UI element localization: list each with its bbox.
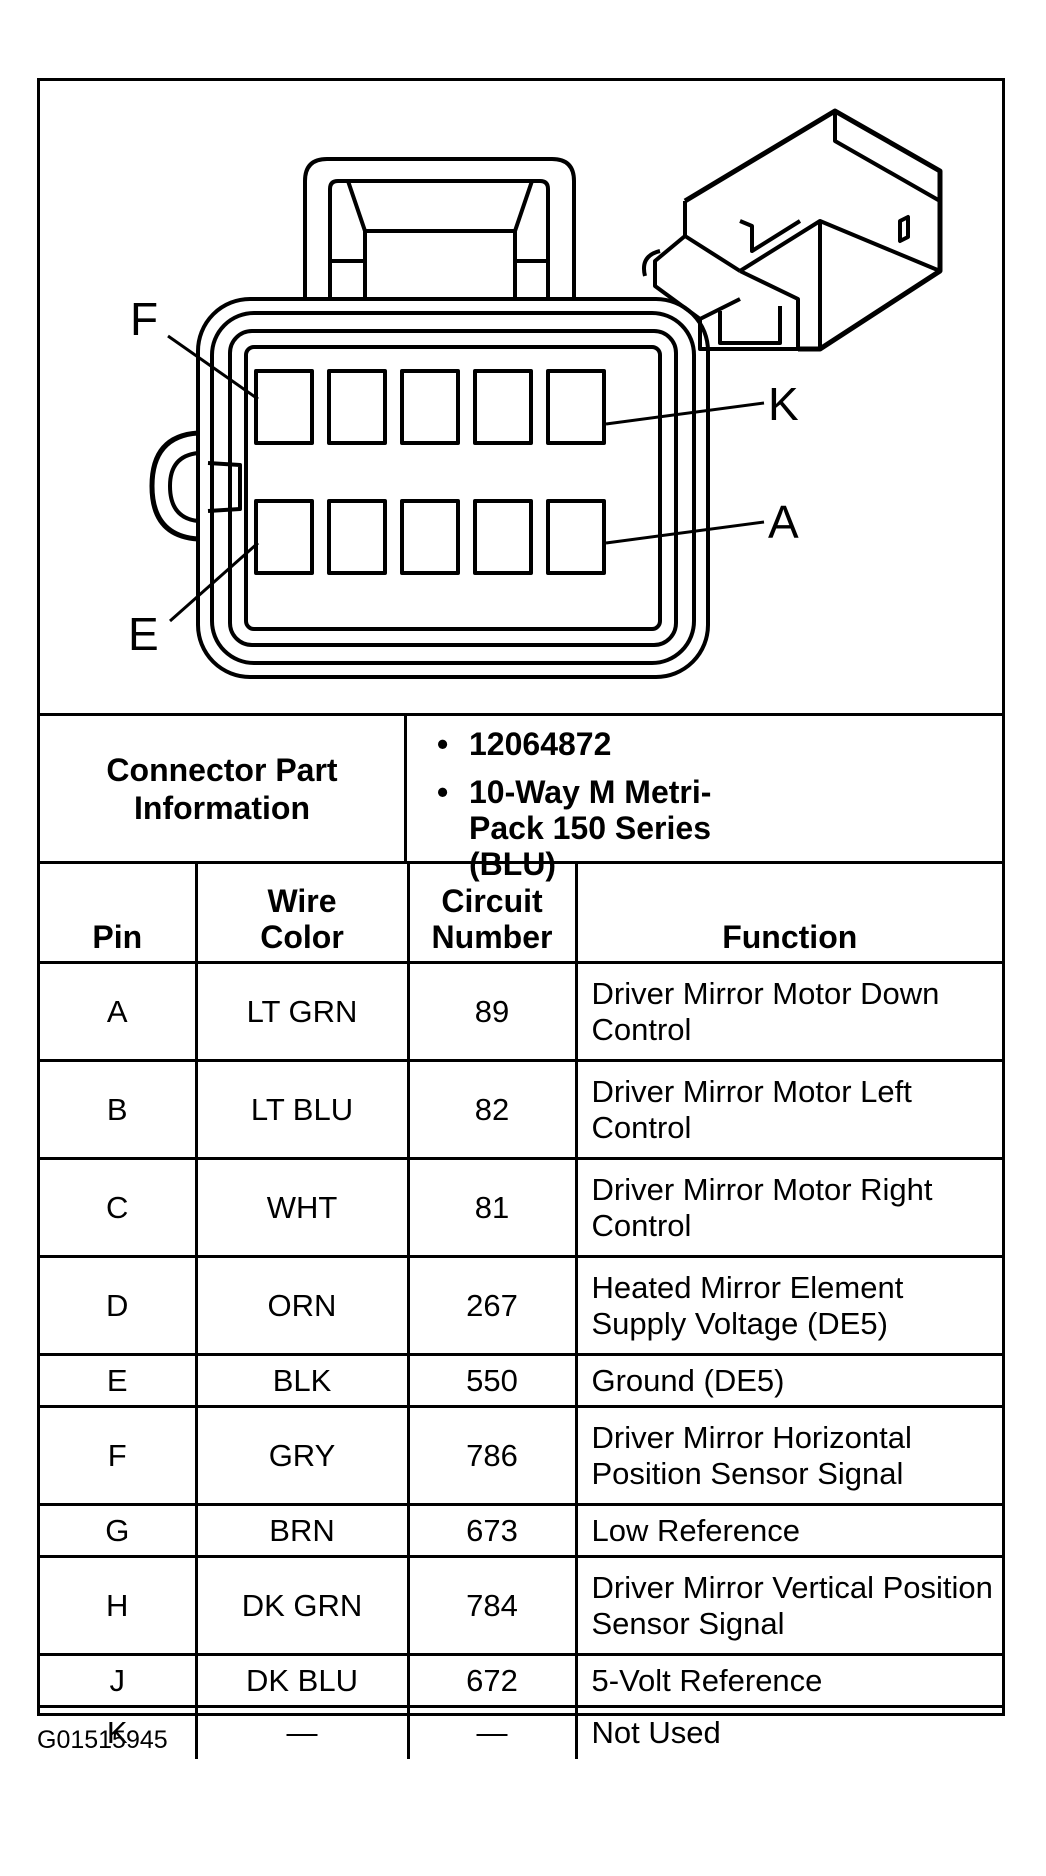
connector-info-label-line1: Connector Part	[106, 751, 338, 788]
connector-part-info: Connector Part Information • 12064872 • …	[40, 713, 1002, 882]
cell-circuit: 267	[406, 1255, 578, 1356]
cell-circuit: 784	[406, 1555, 578, 1656]
cell-wire-color: LT GRN	[194, 961, 410, 1062]
table-row: J DK BLU 672 5-Volt Reference	[40, 1653, 1002, 1708]
bullet-icon: •	[437, 774, 449, 810]
header-circuit-number: Circuit Number	[406, 861, 578, 964]
connector-info-label-line2: Information	[134, 789, 310, 826]
cell-circuit: 550	[406, 1353, 578, 1408]
header-wire-color: Wire Color	[194, 861, 410, 964]
pin-label-a: A	[768, 496, 799, 548]
header-pin: Pin	[40, 861, 198, 964]
cell-function: 5-Volt Reference	[574, 1653, 1002, 1708]
table-row: A LT GRN 89 Driver Mirror Motor Down Con…	[40, 961, 1002, 1062]
cell-circuit: 786	[406, 1405, 578, 1506]
cell-circuit: 673	[406, 1503, 578, 1558]
table-row: H DK GRN 784 Driver Mirror Vertical Posi…	[40, 1555, 1002, 1656]
connector-face-drawing	[149, 108, 943, 679]
bullet-icon: •	[437, 726, 449, 762]
pin-label-k: K	[768, 378, 799, 430]
table-row: D ORN 267 Heated Mirror Element Supply V…	[40, 1255, 1002, 1356]
figure-code: G01515945	[37, 1726, 168, 1754]
cell-wire-color: ORN	[194, 1255, 410, 1356]
cell-pin: H	[40, 1555, 198, 1656]
cell-function: Driver Mirror Vertical Position Sensor S…	[574, 1555, 1002, 1656]
cell-wire-color: LT BLU	[194, 1059, 410, 1160]
table-row: G BRN 673 Low Reference	[40, 1503, 1002, 1558]
connector-diagram: F K A E	[40, 81, 1002, 713]
table-row: E BLK 550 Ground (DE5)	[40, 1353, 1002, 1408]
table-row: C WHT 81 Driver Mirror Motor Right Contr…	[40, 1157, 1002, 1258]
table-row: F GRY 786 Driver Mirror Horizontal Posit…	[40, 1405, 1002, 1506]
table-row: K — — Not Used	[40, 1705, 1002, 1759]
table-header-row: Pin Wire Color Circuit Number Function	[40, 861, 1002, 964]
cell-function: Driver Mirror Motor Left Control	[574, 1059, 1002, 1160]
cell-circuit: 81	[406, 1157, 578, 1258]
cell-function: Heated Mirror Element Supply Voltage (DE…	[574, 1255, 1002, 1356]
cell-pin: J	[40, 1653, 198, 1708]
table-row: B LT BLU 82 Driver Mirror Motor Left Con…	[40, 1059, 1002, 1160]
cell-circuit: 89	[406, 961, 578, 1062]
cell-pin: K	[40, 1705, 198, 1759]
cell-wire-color: —	[194, 1705, 410, 1759]
pin-label-f: F	[130, 293, 159, 345]
cell-function: Driver Mirror Motor Right Control	[574, 1157, 1002, 1258]
cell-wire-color: BLK	[194, 1353, 410, 1408]
cell-wire-color: BRN	[194, 1503, 410, 1558]
connector-figure: F K A E Connector Part Information • 120…	[37, 78, 1005, 1759]
cell-pin: A	[40, 961, 198, 1062]
header-function: Function	[574, 861, 1002, 964]
cell-function: Low Reference	[574, 1503, 1002, 1558]
pin-table: Pin Wire Color Circuit Number Function A…	[40, 861, 1002, 1759]
cell-wire-color: DK GRN	[194, 1555, 410, 1656]
cell-pin: D	[40, 1255, 198, 1356]
cell-function: Driver Mirror Motor Down Control	[574, 961, 1002, 1062]
cell-function: Driver Mirror Horizontal Position Sensor…	[574, 1405, 1002, 1506]
connector-info-list: • 12064872 • 10-Way M Metri-Pack 150 Ser…	[407, 716, 1002, 882]
cell-wire-color: WHT	[194, 1157, 410, 1258]
pin-label-e: E	[128, 608, 159, 660]
cell-circuit: 82	[406, 1059, 578, 1160]
cell-function: Not Used	[574, 1705, 1002, 1759]
cell-pin: G	[40, 1503, 198, 1558]
cell-pin: F	[40, 1405, 198, 1506]
cell-wire-color: DK BLU	[194, 1653, 410, 1708]
part-number: 12064872	[469, 726, 612, 762]
cell-wire-color: GRY	[194, 1405, 410, 1506]
cell-function: Ground (DE5)	[574, 1353, 1002, 1408]
connector-info-label: Connector Part Information	[40, 716, 407, 861]
cell-circuit: —	[406, 1705, 578, 1759]
cell-circuit: 672	[406, 1653, 578, 1708]
cell-pin: E	[40, 1353, 198, 1408]
cell-pin: C	[40, 1157, 198, 1258]
cell-pin: B	[40, 1059, 198, 1160]
